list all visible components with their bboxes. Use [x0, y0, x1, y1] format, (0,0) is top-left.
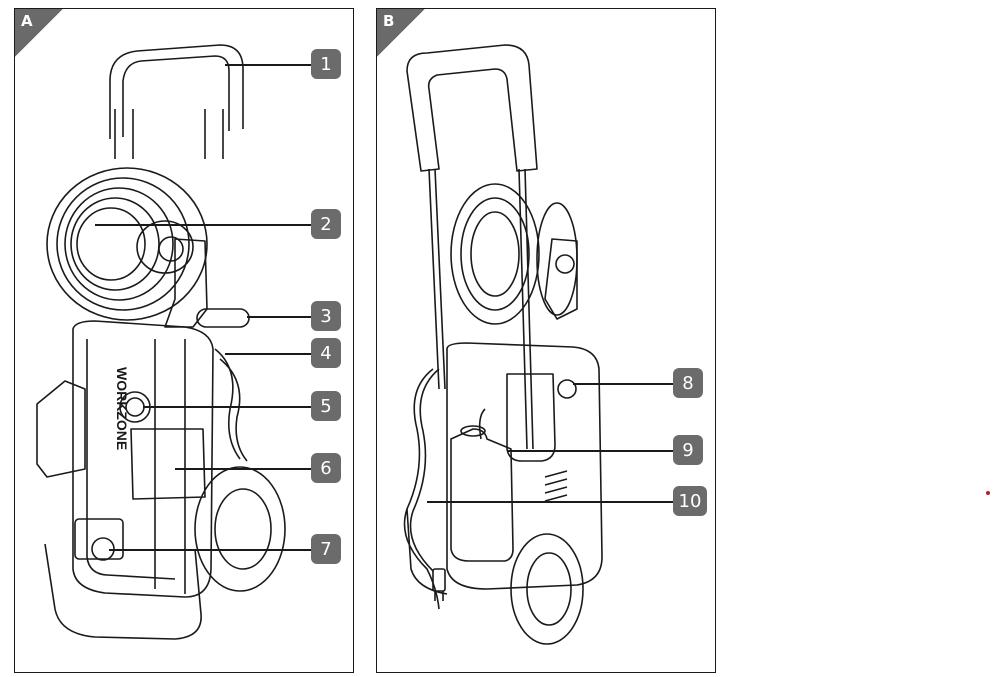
callout-8: 8 [673, 368, 703, 398]
panel-a: A [14, 8, 354, 673]
brand-logo: WORKZONE [114, 367, 130, 450]
base [44, 543, 202, 640]
leader-line [247, 316, 313, 318]
panel-label-b: B [377, 9, 425, 57]
leader-line [225, 64, 313, 66]
detergent-bottle [450, 428, 514, 562]
callout-5: 5 [311, 391, 341, 421]
body [72, 320, 214, 598]
leader-line [175, 468, 313, 470]
leader-line [95, 224, 313, 226]
panel-b: B [376, 8, 716, 673]
callout-2: 2 [311, 209, 341, 239]
panel-letter: B [383, 12, 395, 30]
callout-3: 3 [311, 301, 341, 331]
leader-line [143, 406, 313, 408]
pressure-washer-front-drawing: WORKZONE [36, 44, 286, 640]
callout-6: 6 [311, 453, 341, 483]
handle [406, 44, 538, 172]
leader-line [225, 353, 313, 355]
side-tray [36, 380, 86, 478]
callout-1: 1 [311, 49, 341, 79]
red-dot-marker [986, 491, 990, 495]
hose-reel [450, 183, 578, 325]
leader-line [109, 549, 313, 551]
leader-line [427, 501, 675, 503]
pressure-washer-rear-drawing [403, 44, 603, 645]
handle [109, 44, 244, 139]
leader-line [507, 450, 675, 452]
panel-label-a: A [15, 9, 63, 57]
callout-10: 10 [673, 486, 707, 516]
leader-line [573, 383, 675, 385]
hose-reel [46, 167, 208, 321]
callout-9: 9 [673, 435, 703, 465]
crank [164, 238, 208, 328]
callout-4: 4 [311, 338, 341, 368]
wheel [510, 533, 584, 645]
body [446, 342, 603, 590]
panel-letter: A [21, 12, 33, 30]
high-pressure-outlet [557, 379, 577, 399]
wheel [194, 466, 286, 592]
callout-7: 7 [311, 534, 341, 564]
power-plug [432, 568, 446, 592]
